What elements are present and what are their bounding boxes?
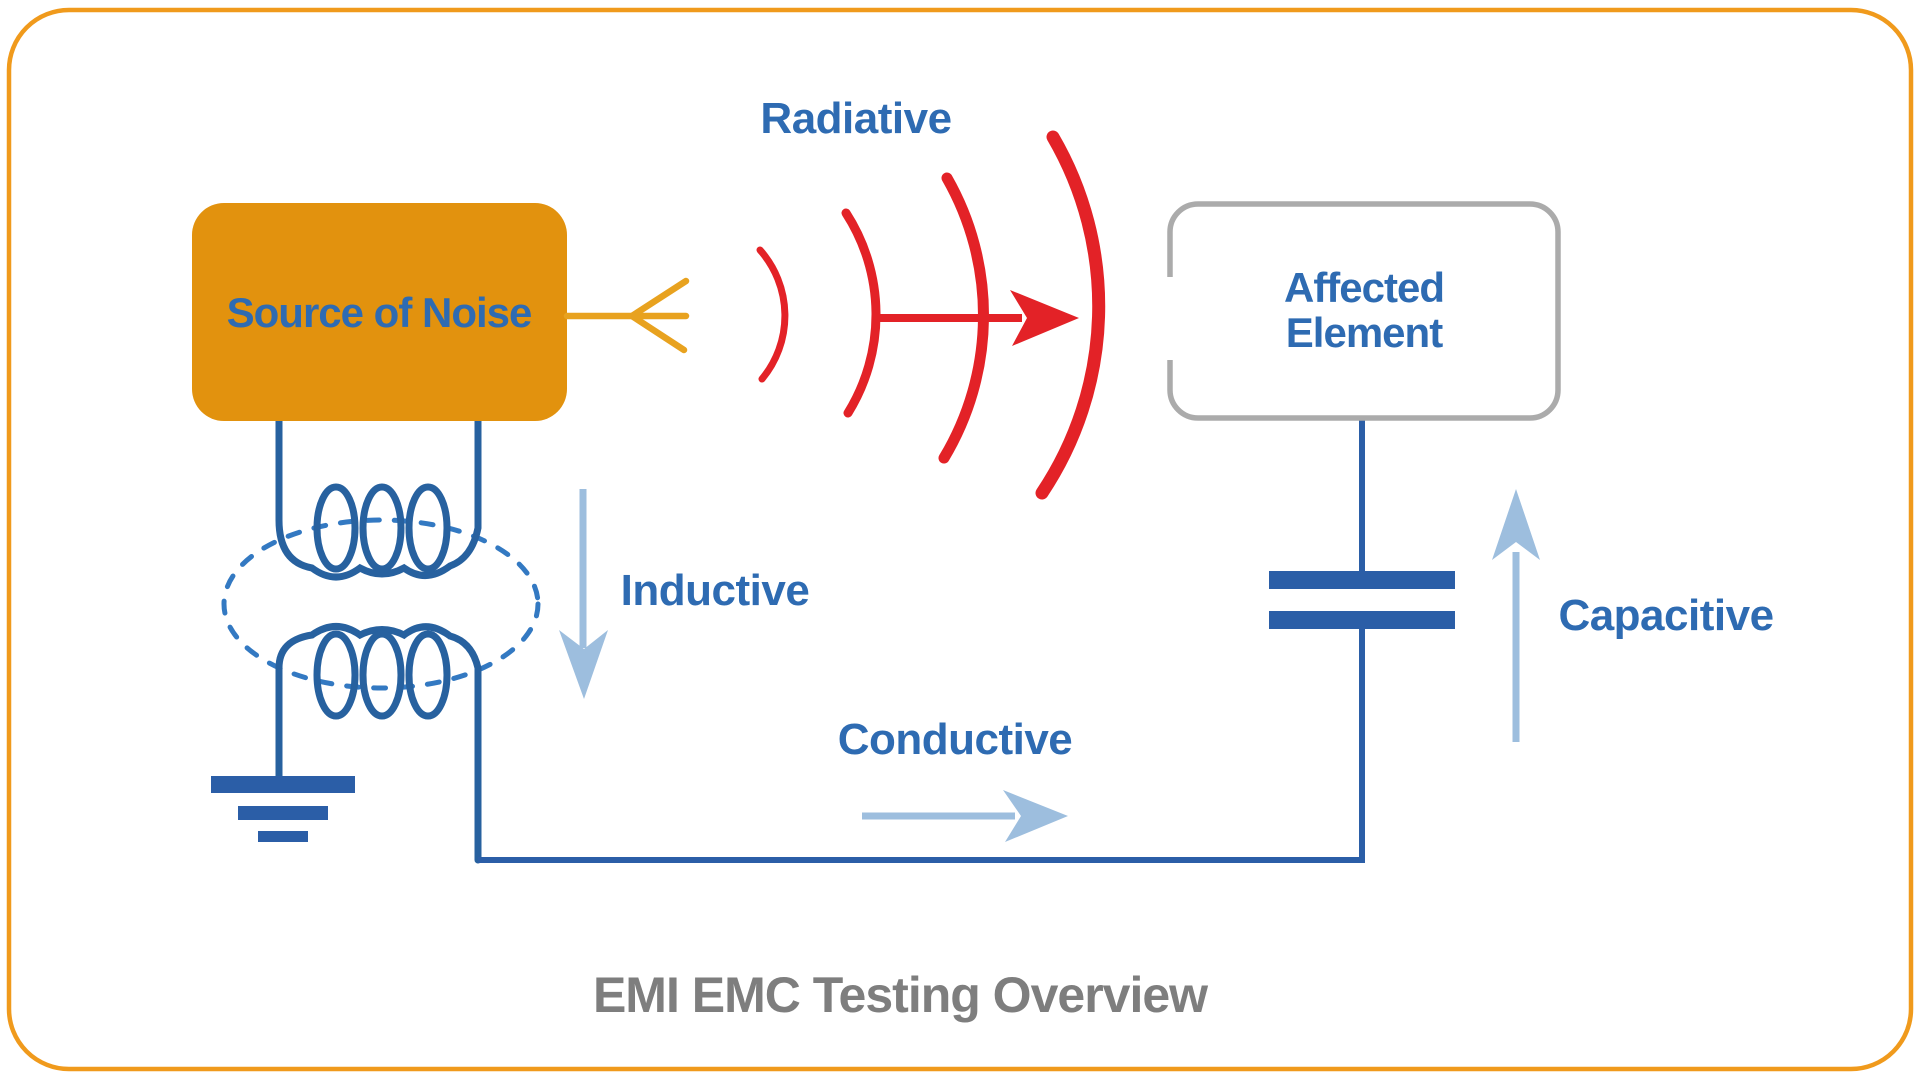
antenna-upper-arm <box>628 277 690 320</box>
ground-bar-2 <box>238 806 328 820</box>
antenna-icon <box>563 277 690 354</box>
capacitive-arrow-icon <box>1492 489 1540 742</box>
conductive-label: Conductive <box>838 715 1073 764</box>
capacitive-label: Capacitive <box>1558 591 1773 640</box>
capacitive-arrow-head <box>1492 489 1540 560</box>
conductive-arrow-head <box>1003 790 1068 842</box>
outer-border <box>6 7 1914 1072</box>
inductive-arrow-icon <box>559 489 608 699</box>
capacitor-plate-top <box>1269 571 1455 589</box>
primary-coil-wire <box>275 413 482 581</box>
radiative-arrow-head <box>1010 290 1079 346</box>
primary-loop <box>405 483 451 573</box>
source-of-noise-label: Source of Noise <box>227 289 532 336</box>
ground-bar-3 <box>258 831 308 842</box>
inductive-arrow-head <box>559 630 608 699</box>
ground-bar-1 <box>211 776 355 793</box>
secondary-loop <box>359 630 405 720</box>
affected-element-label-line2: Element <box>1286 309 1443 356</box>
radiation-arc-2 <box>841 208 881 418</box>
radiation-arc-1 <box>756 246 789 383</box>
secondary-loop <box>313 630 359 720</box>
transformer-secondary-coil-icon <box>275 623 482 864</box>
radiation-arc-4 <box>1035 130 1106 500</box>
capacitor-icon <box>1269 571 1455 629</box>
radiative-label: Radiative <box>760 94 951 143</box>
primary-loop <box>313 483 359 573</box>
capacitor-plate-bottom <box>1269 611 1455 629</box>
radiative-arrow-icon <box>875 290 1079 346</box>
transformer-primary-coil-icon <box>275 413 482 581</box>
ground-icon <box>211 776 355 842</box>
secondary-loop <box>405 630 451 720</box>
inductive-label: Inductive <box>621 566 810 615</box>
antenna-lower-arm <box>628 312 688 354</box>
secondary-coil-wire <box>275 623 482 864</box>
affected-element-box: Affected Element <box>1163 201 1561 421</box>
source-of-noise-box <box>192 203 567 421</box>
conductive-wire <box>478 629 1365 863</box>
affected-element-label-line1: Affected <box>1284 264 1444 311</box>
affected-element-border-gap <box>1163 277 1177 360</box>
conductive-arrow-icon <box>862 790 1068 842</box>
page-title: EMI EMC Testing Overview <box>593 967 1208 1023</box>
coupling-ellipse-icon <box>221 517 541 691</box>
primary-loop <box>359 483 405 573</box>
